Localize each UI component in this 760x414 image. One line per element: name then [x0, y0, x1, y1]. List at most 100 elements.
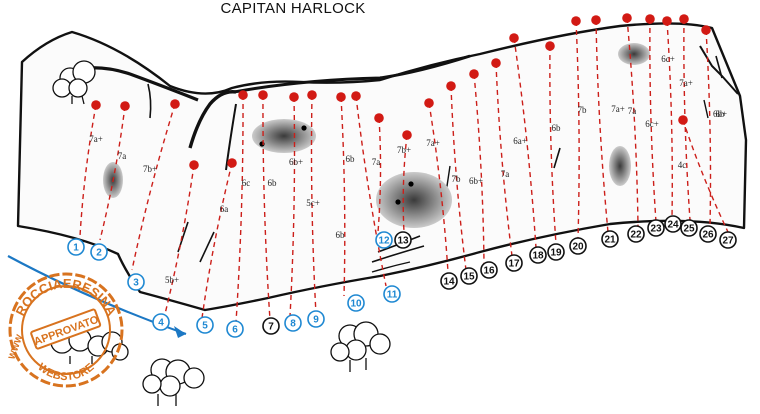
- approval-stamp: ROCCIAERESINA WEBSTORE APPROVATO WWW.: [6, 272, 124, 388]
- route-number-9: 9: [313, 315, 319, 326]
- route-number-badge-8: [284, 314, 302, 332]
- grade-label-17: 7a: [501, 169, 510, 179]
- route-line-13: [402, 134, 408, 233]
- route-number-badge-13: [394, 231, 412, 249]
- route-number-badge-4: [152, 313, 170, 331]
- route-line-9: [310, 94, 317, 315]
- route-line-1: [79, 104, 97, 237]
- route-number-badge-14: [440, 272, 458, 290]
- route-number-3: 3: [133, 278, 139, 289]
- route-number-22: 22: [630, 230, 642, 241]
- route-number-26: 26: [702, 230, 714, 241]
- grade-label-extra: 4c: [678, 160, 687, 170]
- route-anchor-22: [622, 13, 632, 23]
- route-number-badge-5: [196, 316, 214, 334]
- route-number-badge-6: [226, 320, 244, 338]
- route-number-5: 5: [202, 321, 208, 332]
- route-number-badge-24: [664, 215, 682, 233]
- grade-label-5: 6a: [220, 204, 229, 214]
- route-line-19: [549, 45, 557, 245]
- route-anchor-21: [591, 15, 601, 25]
- route-number-17: 17: [508, 259, 520, 270]
- grade-label-18: 6a+: [513, 136, 527, 146]
- route-anchor-14: [424, 98, 434, 108]
- grade-label-2: 7a: [118, 151, 127, 161]
- route-number-badge-27: [719, 231, 737, 249]
- route-number-badge-17: [505, 254, 523, 272]
- route-line-23: [649, 18, 657, 223]
- grade-label-15: 7b: [452, 174, 462, 184]
- route-number-badge-15: [460, 267, 478, 285]
- grade-label-8: 6b+: [289, 157, 303, 167]
- route-number-11: 11: [387, 290, 398, 301]
- route-anchor-24: [662, 16, 672, 26]
- route-number-badge-12: [375, 231, 393, 249]
- route-number-19: 19: [550, 248, 562, 259]
- stamp-ring-text: ROCCIAERESINA: [12, 276, 119, 319]
- route-line-11: [355, 95, 387, 287]
- route-line-8: [289, 96, 296, 317]
- route-number-21: 21: [604, 235, 616, 246]
- route-number-badge-16: [480, 261, 498, 279]
- route-line-2: [99, 105, 126, 241]
- route-line-7: [262, 94, 271, 321]
- grade-label-12: 7a: [372, 157, 381, 167]
- route-line-20: [575, 20, 580, 239]
- route-anchor-12: [374, 113, 384, 123]
- route-number-badge-9: [307, 310, 325, 328]
- rock-pockets: [103, 43, 650, 228]
- route-line-22: [626, 17, 639, 227]
- route-anchor-8: [289, 92, 299, 102]
- route-number-badge-25: [680, 219, 698, 237]
- route-line-24: [666, 20, 673, 219]
- route-number-badge-23: [647, 219, 665, 237]
- route-anchor-17: [491, 58, 501, 68]
- route-number-15: 15: [463, 272, 475, 283]
- route-line-12: [377, 117, 382, 233]
- grade-label-9: 5c+: [306, 198, 320, 208]
- route-number-6: 6: [232, 325, 238, 336]
- grade-label-10: 6b: [336, 230, 346, 240]
- route-anchor-27: [678, 115, 688, 125]
- route-anchor-18: [509, 33, 519, 43]
- grade-label-13: 7b+: [397, 145, 411, 155]
- route-number-14: 14: [443, 277, 455, 288]
- route-anchor-26: [701, 25, 711, 35]
- grade-label-23: 6c+: [645, 119, 659, 129]
- route-anchor-5: [227, 158, 237, 168]
- route-number-16: 16: [483, 266, 495, 277]
- route-line-10: [340, 96, 346, 297]
- route-number-8: 8: [290, 319, 296, 330]
- route-anchor-2: [120, 101, 130, 111]
- route-anchor-10: [336, 92, 346, 102]
- route-anchor-9: [307, 90, 317, 100]
- grade-label-1: 7a+: [89, 134, 103, 144]
- route-number-20: 20: [572, 242, 584, 253]
- grade-label-16: 6b+: [469, 176, 483, 186]
- route-number-10: 10: [350, 299, 362, 310]
- route-line-4: [163, 164, 195, 319]
- route-number-7: 7: [268, 322, 274, 333]
- route-number-27: 27: [722, 236, 734, 247]
- grade-label-14: 7a+: [426, 138, 440, 148]
- route-line-16: [473, 73, 485, 265]
- route-line-15: [450, 85, 467, 271]
- topo-title: CAPITAN HARLOCK: [220, 0, 365, 17]
- route-number-badge-21: [601, 230, 619, 248]
- route-number-2: 2: [96, 248, 102, 259]
- grade-label-26: 6b+: [713, 109, 727, 119]
- route-anchor-11: [351, 91, 361, 101]
- grade-label-25: 7a+: [679, 78, 693, 88]
- route-number-12: 12: [378, 236, 390, 247]
- route-number-1: 1: [73, 243, 79, 254]
- route-anchor-20: [571, 16, 581, 26]
- grade-label-11: 6b: [346, 154, 356, 164]
- route-number-badge-26: [699, 225, 717, 243]
- grade-label-24: 6c+: [661, 54, 675, 64]
- crag-outline: [16, 22, 748, 312]
- bush-cluster: [50, 60, 391, 406]
- route-line-3: [131, 103, 176, 271]
- grade-label-6: 6c: [242, 178, 251, 188]
- route-anchor-15: [446, 81, 456, 91]
